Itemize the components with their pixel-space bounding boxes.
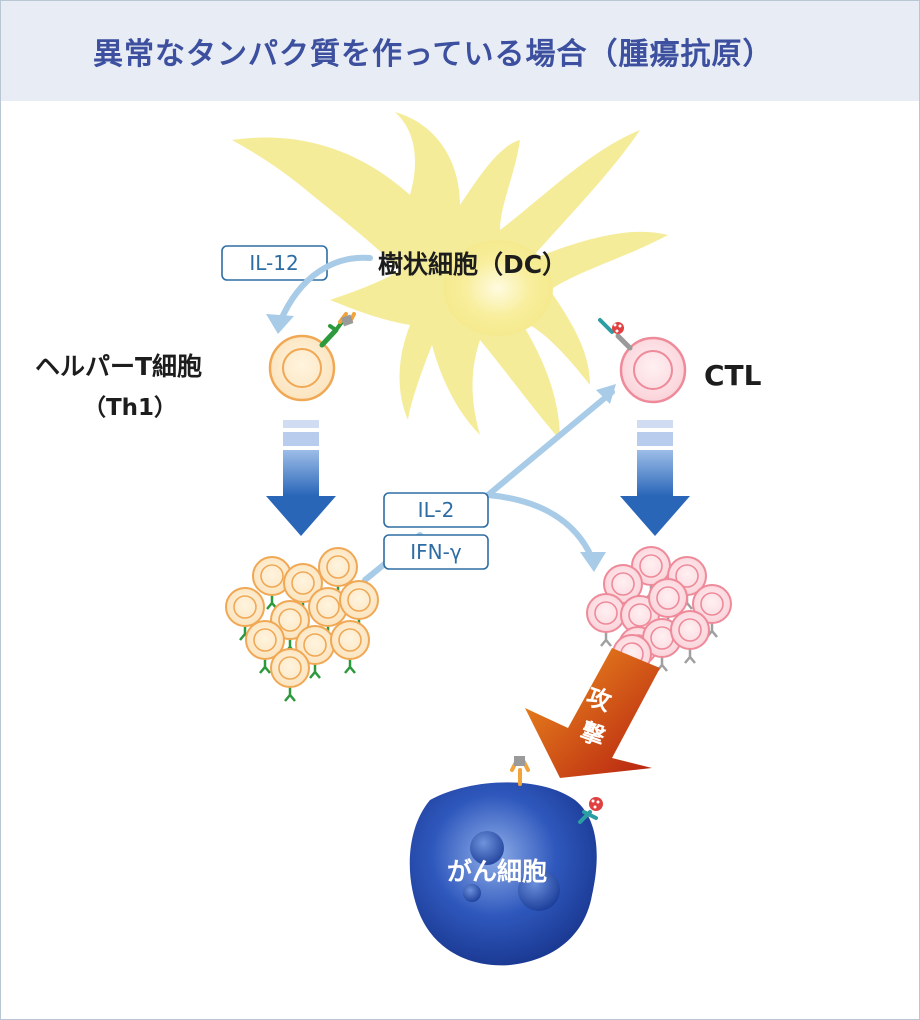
cancer-mhc-peptide-icon — [578, 797, 603, 824]
helper-cluster-cell-nucleus — [316, 595, 340, 619]
il2-to-ctl-cluster-arrow — [485, 492, 595, 561]
helper-cluster-cell-nucleus — [338, 628, 362, 652]
il12-arrowhead — [266, 314, 294, 334]
helper-cluster-cell — [225, 587, 265, 627]
helper-cluster-cell — [318, 547, 358, 587]
ctl-cluster-cell-nucleus — [611, 572, 635, 596]
ctl-cluster-cell — [670, 610, 710, 650]
ctl-cluster — [586, 546, 732, 688]
helper-cluster-cell-nucleus — [326, 555, 350, 579]
il12-label: IL-12 — [249, 251, 298, 275]
cancer-cell — [409, 782, 597, 966]
attack-arrow — [525, 648, 660, 778]
ctl-cluster-cell — [692, 584, 732, 624]
ctl-cluster-cell-nucleus — [675, 564, 699, 588]
helper-cluster-cell — [270, 648, 310, 688]
helper-cluster-cell — [339, 580, 379, 620]
helper-proliferation-arrow — [266, 420, 336, 536]
ctl-cluster-cell-nucleus — [678, 618, 702, 642]
ctl-cluster-cell-nucleus — [628, 603, 652, 627]
dc-label: 樹状細胞（DC） — [378, 250, 567, 279]
il2-to-ctl-cluster-arrowhead — [580, 552, 606, 572]
helper-cluster-cell — [245, 620, 285, 660]
ifng-label-box — [383, 534, 489, 570]
helper-cluster-cell — [330, 620, 370, 660]
helper-tcr-receptor-icon — [319, 312, 356, 348]
helper-cluster-cell-nucleus — [303, 633, 327, 657]
ctl-cluster-cell-nucleus — [700, 592, 724, 616]
dendritic-cell-shape — [232, 112, 668, 440]
helper-t-cluster — [225, 547, 379, 702]
helper-cluster-cell — [283, 563, 323, 603]
helper-cluster-cell-nucleus — [278, 608, 302, 632]
ctl-cell — [619, 336, 687, 404]
il2-label-box — [383, 492, 489, 528]
il2-to-ctl-arrow — [485, 389, 615, 498]
figure-title: 異常なタンパク質を作っている場合（腫瘍抗原） — [93, 37, 774, 72]
ctl-cluster-cell-nucleus — [639, 554, 663, 578]
ifng-label: IFN-γ — [410, 540, 462, 564]
ctl-cluster-cell — [586, 593, 626, 633]
helper-cluster-cell-nucleus — [253, 628, 277, 652]
helper-cluster-cell-nucleus — [347, 588, 371, 612]
helper-cluster-cell-nucleus — [291, 571, 315, 595]
helper-cluster-cell-nucleus — [233, 595, 257, 619]
title-banner: 異常なタンパク質を作っている場合（腫瘍抗原） — [1, 1, 919, 101]
ctl-cluster-cell-nucleus — [656, 586, 680, 610]
ctl-tcr-receptor-icon — [598, 318, 633, 351]
ctl-cluster-cell — [648, 578, 688, 618]
helper-cluster-cell-nucleus — [260, 564, 284, 588]
cancer-antigen-icon — [510, 756, 530, 786]
il2-to-ctl-arrowhead — [596, 384, 616, 404]
il12-arrow — [277, 254, 373, 325]
helper-t-cell — [268, 334, 336, 402]
il12-label-box — [221, 245, 328, 281]
helper-t-label: ヘルパーT細胞 — [35, 352, 202, 381]
ctl-label: CTL — [704, 359, 762, 392]
ctl-proliferation-arrow — [620, 420, 690, 536]
helper-t-sublabel: （Th1） — [83, 394, 177, 421]
ctl-cluster-cell-nucleus — [594, 601, 618, 625]
cancer-cell-label: がん細胞 — [447, 857, 547, 886]
il2-label: IL-2 — [418, 498, 455, 522]
helper-cluster-cell-nucleus — [278, 656, 302, 680]
